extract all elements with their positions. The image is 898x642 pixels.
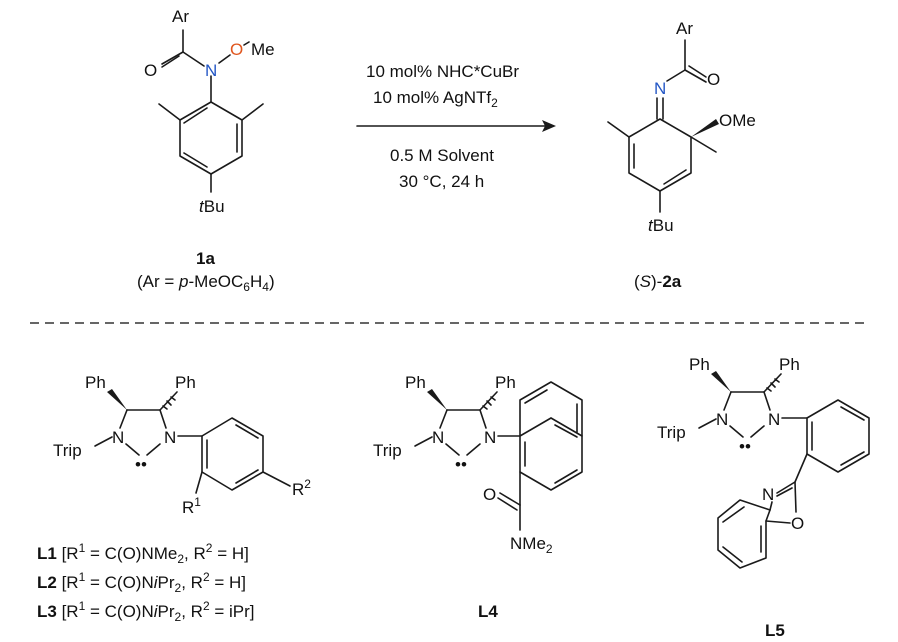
l1-n-right: N [164, 428, 176, 447]
l5-ph-right: Ph [779, 355, 800, 374]
l5-ph-left: Ph [689, 355, 710, 374]
condition-solvent: 0.5 M Solvent [390, 146, 494, 165]
l4-trip: Trip [373, 441, 402, 460]
ligand-l4-id: L4 [478, 602, 498, 621]
product-methoxy: OMe [719, 111, 756, 130]
substrate-carbonyl-o: O [144, 61, 157, 80]
l1-trip: Trip [53, 441, 82, 460]
product-id: (S)-2a [634, 272, 682, 291]
l1-ph-right: Ph [175, 373, 196, 392]
l5-trip: Trip [657, 423, 686, 442]
substrate-ar-label: Ar [172, 7, 189, 26]
condition-catalyst: 10 mol% NHC*CuBr [366, 62, 519, 81]
l1-r1: R1 [182, 495, 201, 517]
l5-n-left: N [716, 410, 728, 429]
condition-temperature-time: 30 °C, 24 h [399, 172, 484, 191]
l5-oxazole-o: O [791, 514, 804, 533]
ligand-row-l3: L3 [R1 = C(O)NiPr2, R2 = iPr] [37, 599, 255, 624]
l4-ph-right: Ph [495, 373, 516, 392]
ligand-row-l1: L1 [R1 = C(O)NMe2, R2 = H] [37, 541, 249, 566]
l4-nme2: NMe2 [510, 534, 553, 556]
ligand-row-l2: L2 [R1 = C(O)NiPr2, R2 = H] [37, 570, 246, 595]
l1-r2: R2 [292, 477, 311, 499]
reaction-arrow [356, 120, 556, 132]
ligand-l4-structure [414, 381, 583, 531]
l4-n-right: N [484, 428, 496, 447]
product-nitrogen: N [654, 79, 666, 98]
ligand-l5-structure [698, 371, 870, 569]
l4-carbonyl-o: O [483, 485, 496, 504]
substrate-1a-structure [158, 29, 264, 193]
condition-silver-salt: 10 mol% AgNTf2 [373, 88, 498, 110]
product-tbu-label: tBu [648, 216, 674, 235]
product-2a-structure [607, 39, 719, 213]
substrate-note: (Ar = p-MeOC6H4) [137, 272, 275, 294]
substrate-tbu-label: tBu [199, 197, 225, 216]
l5-n-right: N [768, 410, 780, 429]
product-ar-label: Ar [676, 19, 693, 38]
l5-oxazole-n: N [762, 485, 774, 504]
l1-ph-left: Ph [85, 373, 106, 392]
substrate-ether-o: O [230, 40, 243, 59]
l1-carbene-dots: •• [135, 455, 147, 474]
substrate-methyl-me: Me [251, 40, 275, 59]
ligand-l5-id: L5 [765, 621, 785, 640]
l5-carbene-dots: •• [739, 437, 751, 456]
product-carbonyl-o: O [707, 70, 720, 89]
l4-ph-left: Ph [405, 373, 426, 392]
l1-n-left: N [112, 428, 124, 447]
substrate-id: 1a [196, 249, 215, 268]
l4-n-left: N [432, 428, 444, 447]
l4-carbene-dots: •• [455, 455, 467, 474]
ligand-l1-3-structure [94, 389, 291, 494]
substrate-nitrogen: N [205, 61, 217, 80]
